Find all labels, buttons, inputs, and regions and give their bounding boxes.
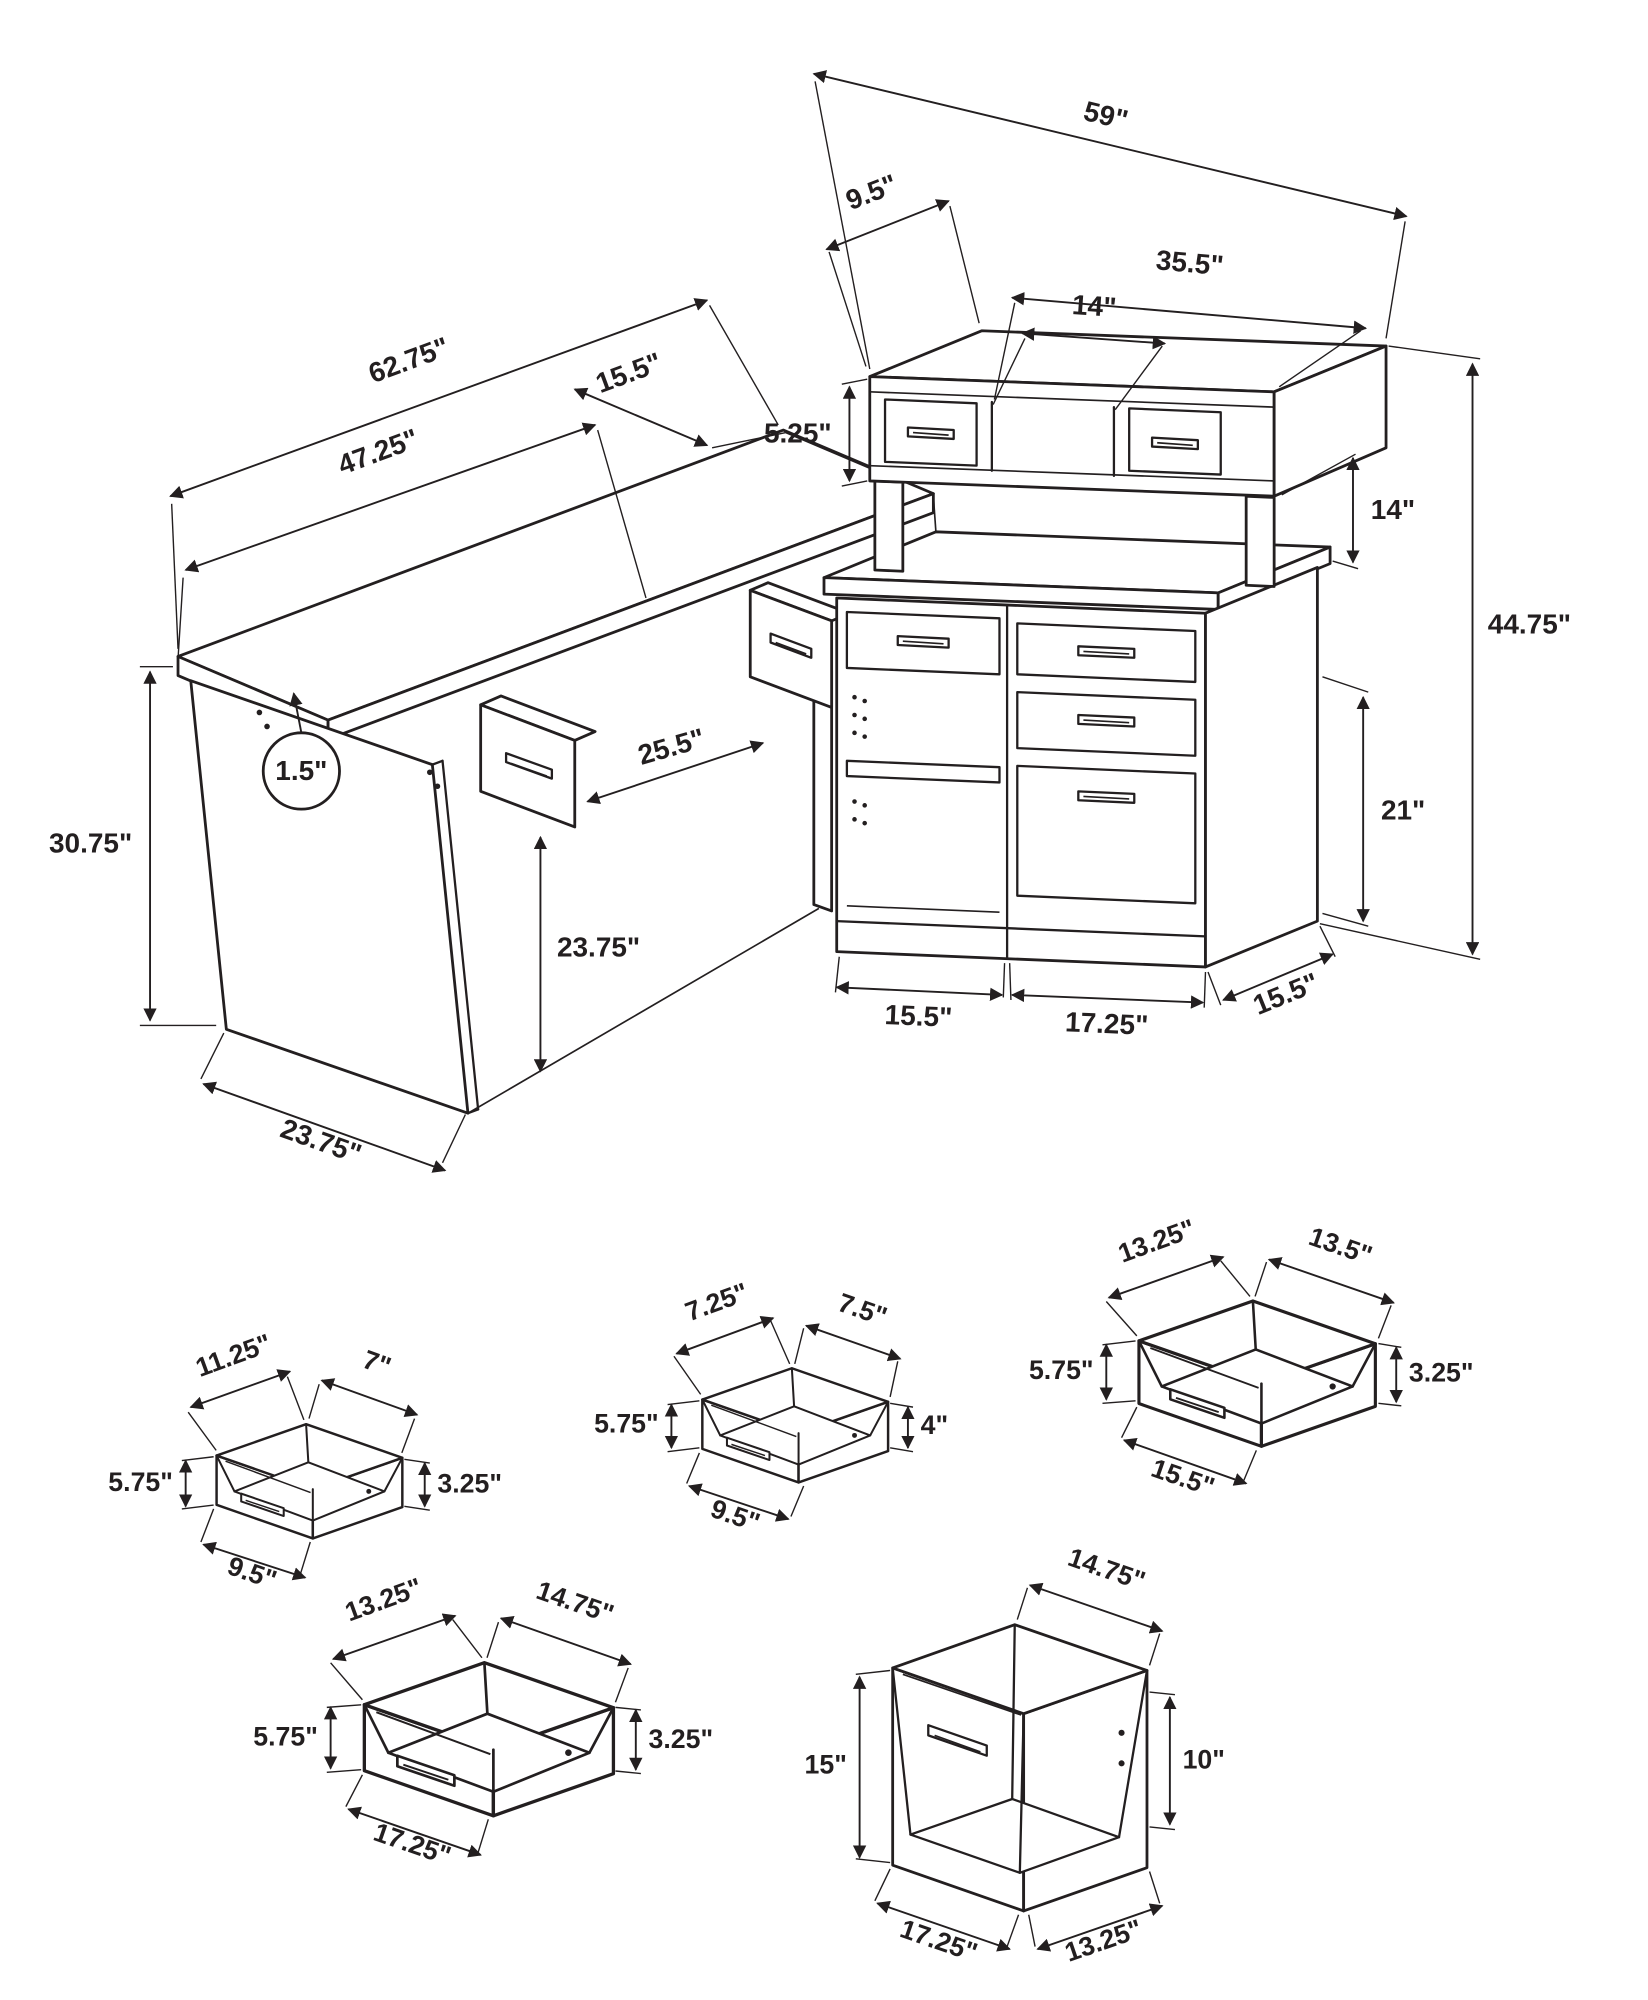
drawer-detail-5: 14.75" 15" 10" 17.25" 13.25" <box>805 1542 1225 1968</box>
d4-right: 3.25" <box>649 1724 714 1754</box>
d5-top-right: 14.75" <box>1064 1542 1149 1596</box>
d2-right: 4" <box>921 1410 949 1440</box>
dim-hutch-depth: 9.5" <box>842 168 902 216</box>
drawer-detail-3: 13.25" 13.5" 5.75" 3.25" 15.5" <box>1029 1213 1474 1502</box>
d2-top-left: 7.25" <box>681 1277 752 1327</box>
right-desk-surface <box>822 530 1332 611</box>
corner-cabinet <box>835 566 1319 969</box>
dim-top-length: 62.75" <box>364 331 453 389</box>
d3-top-right: 13.5" <box>1305 1221 1376 1270</box>
hanging-drawer-right <box>748 581 851 709</box>
d4-left: 5.75" <box>253 1722 318 1752</box>
d1-top-right: 7" <box>359 1344 395 1382</box>
hutch-left-support <box>873 479 905 573</box>
dim-knee-width: 25.5" <box>635 722 709 770</box>
dim-cab-drawer-width: 17.25" <box>1064 1006 1149 1041</box>
d4-bottom: 17.25" <box>370 1817 455 1871</box>
d1-left: 5.75" <box>108 1467 173 1497</box>
drawer-detail-2: 7.25" 7.5" 5.75" 4" 9.5" <box>594 1277 948 1538</box>
adjustable-shelf <box>845 759 1001 784</box>
dim-hutch-width: 59" <box>1081 95 1131 136</box>
dim-hutch-cubby-width: 14" <box>1071 289 1117 323</box>
d3-top-left: 13.25" <box>1114 1213 1199 1268</box>
d5-bottom-right: 13.25" <box>1061 1913 1146 1967</box>
drawer-detail-1: 11.25" 7" 5.75" 3.25" 9.5" <box>108 1328 502 1595</box>
d5-left: 15" <box>805 1750 847 1780</box>
d5-bottom-left: 17.25" <box>896 1913 981 1967</box>
d5-right: 10" <box>1183 1744 1225 1774</box>
d1-right: 3.25" <box>437 1468 502 1498</box>
d4-top-left: 13.25" <box>341 1572 426 1627</box>
dim-return-depth: 15.5" <box>592 346 666 399</box>
d2-left: 5.75" <box>594 1409 659 1439</box>
cabinet-file-drawer <box>1016 764 1197 905</box>
dim-top-thickness: 1.5" <box>275 755 327 786</box>
dim-hutch-right-width: 35.5" <box>1155 244 1225 281</box>
drawer-detail-4: 13.25" 14.75" 5.75" 3.25" 17.25" <box>253 1572 713 1871</box>
hutch-right-support <box>1244 494 1276 588</box>
dim-panel-height: 30.75" <box>49 827 132 858</box>
dim-hutch-face-height: 5.25" <box>764 418 832 449</box>
dim-end-width: 23.75" <box>277 1113 366 1170</box>
d2-top-right: 7.5" <box>834 1287 891 1332</box>
hanging-drawer-left <box>479 694 597 829</box>
main-desk-drawing: 59" 9.5" 35.5" 14" 5.25" 14" <box>49 70 1571 1173</box>
dim-drawer-stack: 21" <box>1381 794 1425 825</box>
d3-right: 3.25" <box>1409 1358 1474 1388</box>
dim-overall-height: 44.75" <box>1488 609 1571 640</box>
dim-hutch-clearance: 14" <box>1371 494 1415 525</box>
d2-bottom: 9.5" <box>707 1493 764 1538</box>
d3-left: 5.75" <box>1029 1355 1094 1385</box>
d1-bottom: 9.5" <box>224 1551 281 1596</box>
dim-knee-height: 23.75" <box>557 932 640 963</box>
d4-top-right: 14.75" <box>533 1575 618 1629</box>
dim-cab-open-width: 15.5" <box>884 999 953 1033</box>
d1-top-left: 11.25" <box>192 1328 276 1383</box>
left-wing <box>176 428 937 1115</box>
